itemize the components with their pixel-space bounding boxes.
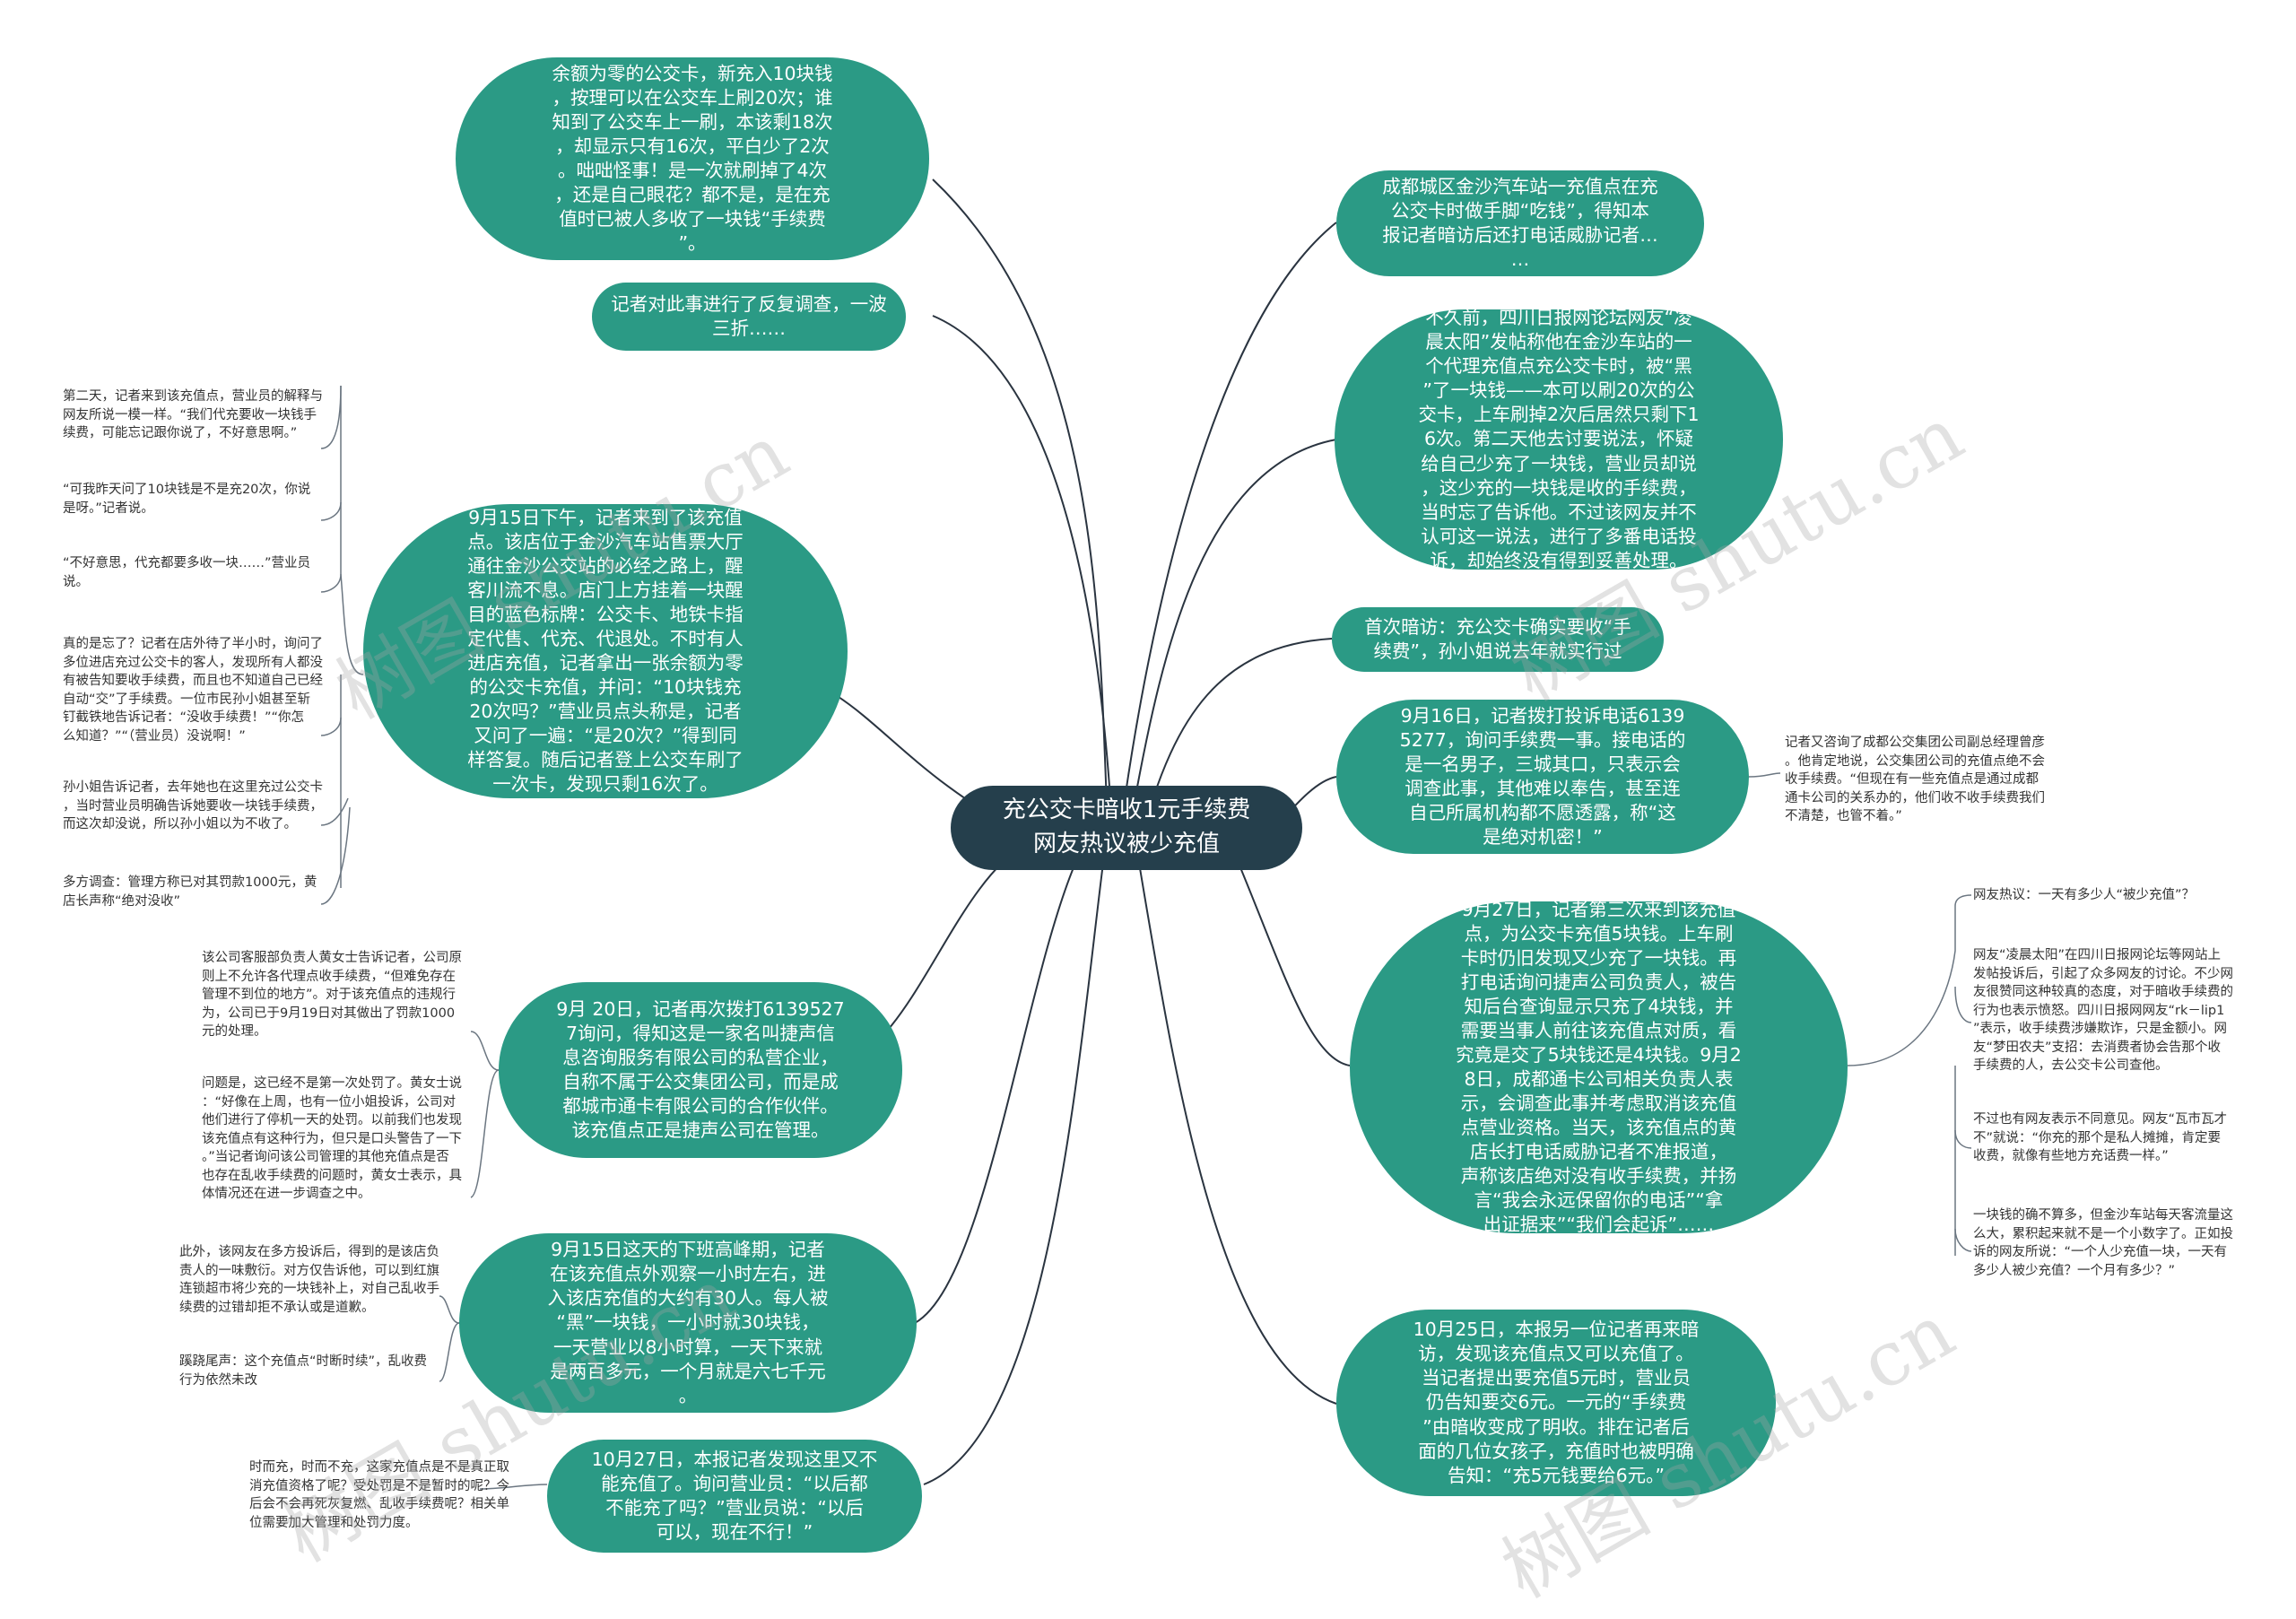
topic-text-sep16-call: 9月16日，记者拨打投诉电话6139 5277，询问手续费一事。接电话的 是一名… [1399, 704, 1686, 849]
edge-n11-l14 [1954, 986, 1972, 1023]
edge-n11-l13 [1954, 894, 1972, 907]
leaf-on-off[interactable]: 时而充，时而不充，这家充值点是不是真正取 消充值资格了呢？受处罚是不是暂时的呢？… [249, 1460, 509, 1530]
edge-n3-l2 [320, 501, 342, 521]
edge-n3-l4 [320, 717, 342, 736]
leaf-customer-service[interactable]: 该公司客服部负责人黄女士告诉记者，公司原 则上不允许各代理点收手续费，“但难免存… [202, 951, 462, 1040]
leaf-strange-ending[interactable]: 蹊跷尾声：这个充值点“时断时续”，乱收费 行为依然未改 [179, 1354, 428, 1388]
topic-text-sep20-call: 9月 20日，记者再次拨打6139527 7询问，得知这是一家名叫捷声信 息咨询… [556, 997, 845, 1142]
topic-node-investigation[interactable]: 记者对此事进行了反复调查，一波 三折…… [592, 283, 906, 351]
topic-node-sep20-call[interactable]: 9月 20日，记者再次拨打6139527 7询问，得知这是一家名叫捷声信 息咨询… [499, 982, 902, 1158]
topic-text-sep15-afternoon: 9月15日下午，记者来到了该充值 点。该店位于金沙汽车站售票大厅 通往金沙公交站… [467, 506, 744, 796]
edge-n3-l1 [320, 385, 342, 449]
leaf-miss-sun[interactable]: 孙小姐告诉记者，去年她也在这里充过公交卡 ，当时营业员明确告诉她要收一块钱手续费… [63, 780, 323, 832]
topic-node-jinsha-station[interactable]: 成都城区金沙汽车站一充值点在充 公交卡时做手脚“吃钱”，得知本 报记者暗访后还打… [1336, 170, 1704, 276]
topic-text-oct27: 10月27日，本报记者发现这里又不 能充值了。询问营业员：“以后都 不能充了吗？… [591, 1448, 878, 1544]
topic-node-sep27-third[interactable]: 9月27日，记者第三次来到该充值 点，为公交卡充值5块钱。上车刷 卡时仍旧发现又… [1350, 899, 1848, 1235]
topic-node-oct25[interactable]: 10月25日，本报另一位记者再来暗 访，发现该充值点又可以充值了。 当记者提出要… [1336, 1310, 1776, 1496]
topic-node-sep15-afternoon[interactable]: 9月15日下午，记者来到了该充值 点。该店位于金沙汽车站售票大厅 通往金沙公交站… [363, 504, 848, 798]
edge-n11-l15 [1954, 1129, 1972, 1149]
edge-center-n8 [1129, 439, 1337, 826]
topic-node-rush-hour[interactable]: 9月15日这天的下班高峰期，记者 在该充值点外观察一小时左右，进 入该店充值的大… [459, 1233, 917, 1413]
leaf-multi-investigation[interactable]: 多方调查：管理方称已对其罚款1000元，黄 店长声称“绝对没收” [63, 875, 317, 909]
edge-n6-l11 [479, 1484, 548, 1490]
topic-text-rush-hour: 9月15日这天的下班高峰期，记者 在该充值点外观察一小时左右，进 入该店充值的大… [547, 1239, 829, 1406]
topic-node-first-visit[interactable]: 首次暗访：充公交卡确实要收“手 续费”，孙小姐说去年就实行过 [1332, 607, 1664, 672]
edge-n3-l3 [320, 573, 342, 593]
edge-center-n2 [932, 315, 1113, 826]
leaf-hot-discussion[interactable]: 网友热议：一天有多少人“被少充值”？ [1973, 888, 2196, 902]
edge-n3-l6 [320, 806, 351, 905]
topic-text-first-visit: 首次暗访：充公交卡确实要收“手 续费”，孙小姐说去年就实行过 [1364, 615, 1631, 662]
edge-n3-l5 [320, 797, 349, 826]
edge-center-n11 [1237, 860, 1351, 1066]
edge-n5-l9 [439, 1295, 460, 1324]
topic-text-balance-zero: 余额为零的公交卡，新充入10块钱 ，按理可以在公交车上刷20次；谁 知到了公交车… [552, 62, 833, 255]
edge-n5-l10 [439, 1322, 460, 1382]
edge-n4-l8 [470, 1069, 500, 1198]
topic-node-sep16-call[interactable]: 9月16日，记者拨打投诉电话6139 5277，询问手续费一事。接电话的 是一名… [1336, 700, 1749, 854]
topic-text-oct25: 10月25日，本报另一位记者再来暗 访，发现该充值点又可以充值了。 当记者提出要… [1413, 1319, 1700, 1486]
topic-node-oct27[interactable]: 10月27日，本报记者发现这里又不 能充值了。询问营业员：“以后都 不能充了吗？… [547, 1440, 922, 1553]
edge-center-n7 [1120, 222, 1337, 826]
edge-n11-l16 [1954, 1228, 1972, 1252]
leaf-netizen-discussion[interactable]: 网友“凌晨太阳”在四川日报网论坛等网站上 发帖投诉后，引起了众多网友的讨论。不少… [1973, 948, 2233, 1074]
topic-text-netizen-post: 不久前，四川日报网论坛网友“凌 晨太阳”发帖称他在金沙车站的一 个代理充值点充公… [1418, 307, 1700, 571]
central-topic-text: 充公交卡暗收1元手续费 网友热议被少充值 [1002, 796, 1251, 857]
leaf-not-first-penalty[interactable]: 问题是，这已经不是第一次处罚了。黄女士说 ：“好像在上周，也有一位小姐投诉，公司… [202, 1076, 462, 1202]
central-topic[interactable]: 充公交卡暗收1元手续费 网友热议被少充值 [951, 786, 1302, 870]
edge-n11-bracket [1847, 906, 1956, 1256]
leaf-perfunctory[interactable]: 此外，该网友在多方投诉后，得到的是该店负 责人的一味敷衍。对方仅告诉他，可以到红… [179, 1245, 439, 1315]
edge-center-n6 [923, 862, 1104, 1485]
edge-n10-l12 [1748, 772, 1781, 778]
topic-text-sep27-third: 9月27日，记者第三次来到该充值 点，为公交卡充值5块钱。上车刷 卡时仍旧发现又… [1456, 898, 1742, 1236]
leaf-sorry-fee[interactable]: “不好意思，代充都要多收一块……”营业员 说。 [63, 556, 311, 589]
topic-node-netizen-post[interactable]: 不久前，四川日报网论坛网友“凌 晨太阳”发帖称他在金沙车站的一 个代理充值点充公… [1335, 307, 1783, 571]
topic-node-balance-zero[interactable]: 余额为零的公交卡，新充入10块钱 ，按理可以在公交车上刷20次；谁 知到了公交车… [456, 57, 929, 260]
edge-center-n12 [1138, 862, 1337, 1405]
topic-text-jinsha-station: 成都城区金沙汽车站一充值点在充 公交卡时做手脚“吃钱”，得知本 报记者暗访后还打… [1382, 175, 1658, 271]
topic-text-investigation: 记者对此事进行了反复调查，一波 三折…… [611, 292, 887, 339]
leaf-bus-group-vp[interactable]: 记者又咨询了成都公交集团公司副总经理曾彦 。他肯定地说，公交集团公司的充值点绝不… [1785, 736, 2045, 824]
leaf-asked-yesterday[interactable]: “可我昨天问了10块钱是不是充20次，你说 是呀。”记者说。 [63, 483, 311, 516]
leaf-next-day[interactable]: 第二天，记者来到该充值点，营业员的解释与 网友所说一模一样。“我们代充要收一块钱… [63, 389, 323, 441]
edge-center-n5 [914, 860, 1077, 1324]
edge-n3-leaves [340, 386, 364, 888]
leaf-really-forgot[interactable]: 真的是忘了？记者在店外待了半小时，询问了 多位进店充过公交卡的客人，发现所有人都… [63, 637, 323, 744]
leaf-one-yuan-adds-up[interactable]: 一块钱的确不算多，但金沙车站每天客流量这 么大，累积起来就不是一个小数字了。正如… [1973, 1208, 2233, 1278]
edge-n4-l7 [470, 1031, 500, 1071]
edge-center-n1 [932, 178, 1109, 826]
leaf-different-opinion[interactable]: 不过也有网友表示不同意见。网友“瓦市瓦才 不”就说：“你充的那个是私人摊摊，肯定… [1973, 1112, 2228, 1164]
